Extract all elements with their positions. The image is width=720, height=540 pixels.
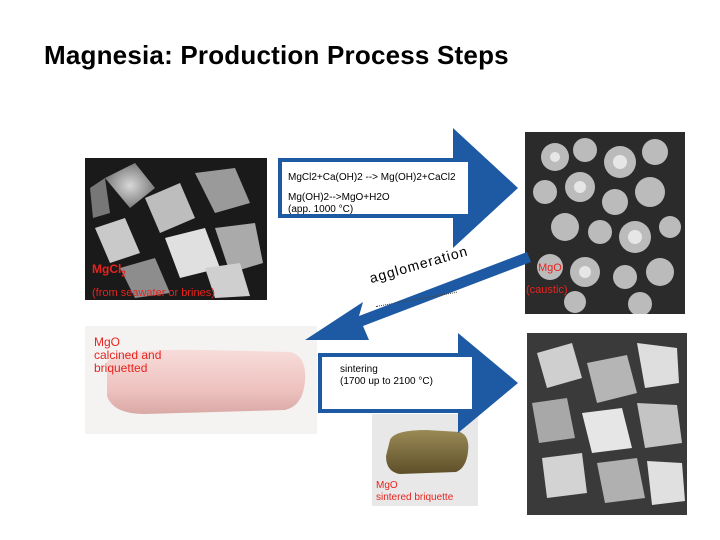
agglomeration-arrow	[305, 250, 535, 350]
sintering-temperature: (1700 up to 2100 °C)	[340, 376, 433, 387]
reaction-temperature: (app. 1000 °C)	[288, 204, 354, 215]
calcined-briquette-photo	[85, 326, 317, 434]
calcination-arrow	[278, 128, 518, 248]
reaction-equation-1: MgCl2+Ca(OH)2 --> Mg(OH)2+CaCl2	[288, 172, 456, 183]
sintered-mgo-photo	[527, 333, 687, 515]
mgo-caustic-photo	[525, 132, 685, 314]
mgo-caustic-label: MgO	[538, 262, 562, 274]
calcined-label-2: calcined and	[94, 348, 162, 362]
mgcl2-source-label: (from seawater or brines)	[92, 287, 215, 299]
calcined-label-1: MgO	[94, 335, 121, 349]
mgo-caustic-sub-label: (caustic)	[526, 284, 568, 296]
slide-title: Magnesia: Production Process Steps	[44, 40, 509, 70]
sintering-label: sintering	[340, 364, 378, 375]
sintered-briquette-label: MgO sintered briquette	[376, 480, 453, 504]
mgcl2-crystal-photo	[85, 158, 267, 300]
sintering-arrow	[318, 333, 518, 433]
sintered-label-1: MgO	[376, 480, 398, 491]
reaction-equation-2: Mg(OH)2-->MgO+H2O	[288, 192, 390, 203]
calcined-label-3: briquetted	[94, 361, 148, 375]
mgcl2-label: MgCl2	[92, 262, 126, 279]
sintered-label-2: sintered briquette	[376, 492, 454, 503]
